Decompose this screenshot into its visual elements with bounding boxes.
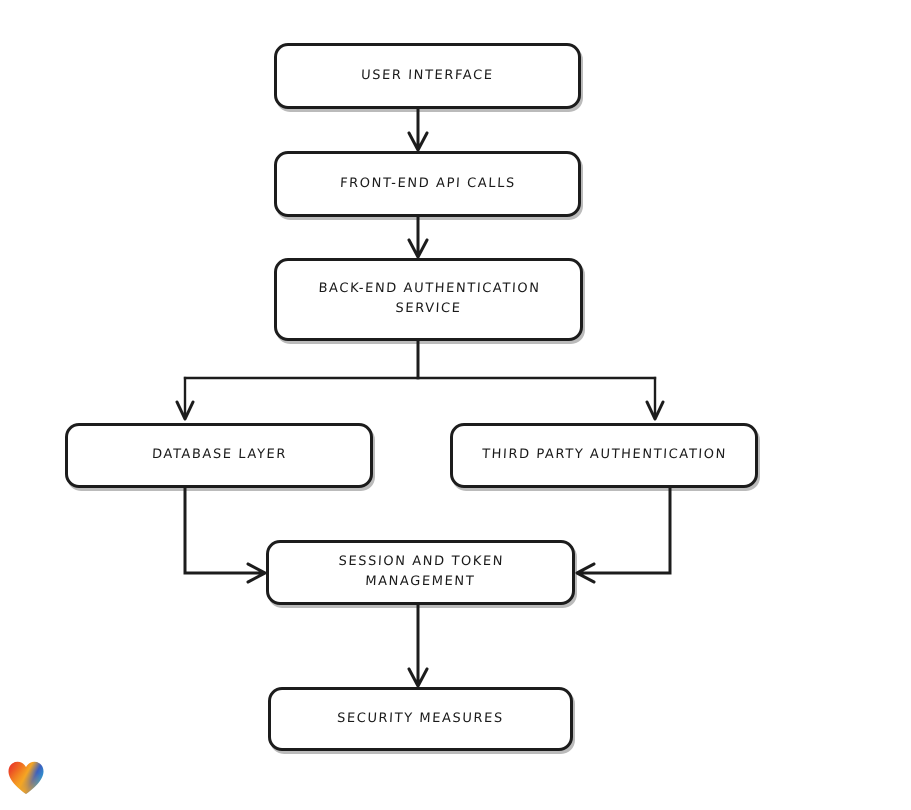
edge-backend-to-database [175, 376, 195, 421]
node-user-interface-label: User Interface [360, 67, 495, 83]
node-session-and-token-management[interactable]: Session and Token Management [266, 540, 575, 605]
edge-frontend-to-backend [407, 215, 429, 259]
heart-icon [8, 761, 44, 794]
node-third-party-authentication[interactable]: Third Party Authentication [450, 423, 758, 488]
node-user-interface[interactable]: User Interface [274, 43, 581, 109]
edge-backend-split-bus [183, 339, 657, 380]
edge-session-to-security [407, 603, 429, 688]
node-database-layer[interactable]: Database Layer [65, 423, 373, 488]
node-security-measures[interactable]: Security Measures [268, 687, 573, 751]
edge-database-to-session [183, 486, 267, 584]
node-security-measures-label: Security Measures [336, 710, 505, 726]
node-third-party-authentication-label: Third Party Authentication [481, 447, 727, 463]
node-backend-authentication-service[interactable]: Back-End Authentication Service [274, 258, 583, 341]
node-backend-authentication-service-label: Back-End Authentication Service [317, 281, 541, 317]
edge-thirdparty-to-session [575, 486, 672, 584]
node-database-layer-label: Database Layer [151, 447, 287, 463]
node-session-and-token-management-label: Session and Token Management [337, 554, 505, 590]
edge-ui-to-frontend [407, 107, 429, 152]
node-frontend-api-calls[interactable]: Front-End API Calls [274, 151, 581, 217]
node-frontend-api-calls-label: Front-End API Calls [339, 175, 516, 191]
edge-backend-to-thirdparty [645, 376, 665, 421]
